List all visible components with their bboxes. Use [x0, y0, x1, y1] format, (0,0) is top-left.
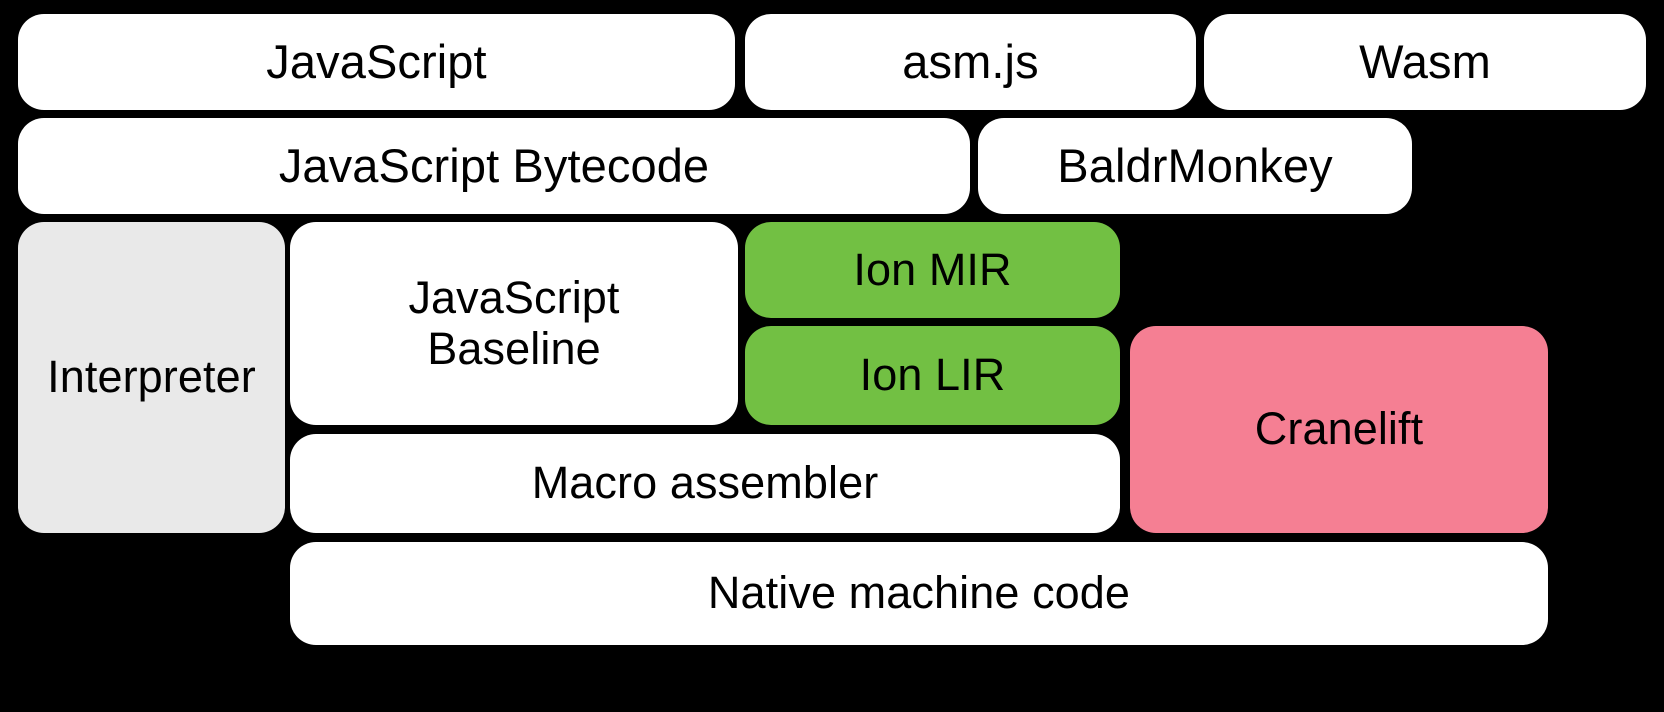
node-label-ion-mir: Ion MIR [853, 243, 1012, 295]
node-label-ion-lir: Ion LIR [859, 349, 1006, 401]
node-native-machine-code[interactable]: Native machine code [290, 542, 1548, 645]
node-javascript-bytecode[interactable]: JavaScript Bytecode [18, 118, 970, 214]
node-label-javascript: JavaScript [266, 34, 487, 88]
node-asm-js[interactable]: asm.js [745, 14, 1196, 110]
node-javascript[interactable]: JavaScript [18, 14, 735, 110]
node-wasm[interactable]: Wasm [1204, 14, 1646, 110]
node-label-wasm: Wasm [1359, 34, 1491, 88]
node-macro-assembler[interactable]: Macro assembler [290, 434, 1120, 533]
node-label-cranelift: Cranelift [1254, 403, 1424, 455]
node-label-javascript-bytecode: JavaScript Bytecode [278, 138, 710, 192]
node-label-javascript-baseline: JavaScript Baseline [408, 272, 620, 374]
node-cranelift[interactable]: Cranelift [1130, 326, 1548, 533]
node-label-interpreter: Interpreter [47, 351, 256, 403]
node-label-baldrmonkey: BaldrMonkey [1057, 138, 1333, 192]
node-javascript-baseline[interactable]: JavaScript Baseline [290, 222, 738, 425]
node-ion-lir[interactable]: Ion LIR [745, 326, 1120, 425]
node-label-macro-assembler: Macro assembler [531, 457, 879, 509]
node-ion-mir[interactable]: Ion MIR [745, 222, 1120, 318]
node-label-asm-js: asm.js [902, 34, 1039, 88]
node-label-native-machine-code: Native machine code [707, 567, 1131, 619]
node-baldrmonkey[interactable]: BaldrMonkey [978, 118, 1412, 214]
node-interpreter[interactable]: Interpreter [18, 222, 285, 533]
